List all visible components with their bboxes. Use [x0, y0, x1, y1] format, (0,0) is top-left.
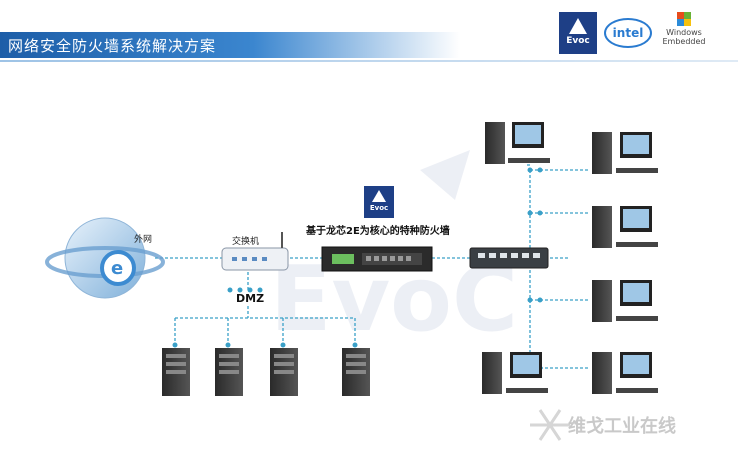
header-divider	[0, 60, 738, 62]
windows-flag-icon	[677, 12, 691, 26]
evoc-mark-icon	[569, 18, 587, 34]
dmz-server-3	[270, 348, 298, 396]
evoc-logo: Evoc	[559, 12, 597, 54]
workstation-2	[592, 132, 658, 174]
network-links	[155, 164, 588, 371]
workstation-4	[592, 280, 658, 322]
internet-label: 外网	[134, 235, 153, 245]
watermark-text: 维戈工业在线	[568, 416, 676, 437]
title-bar	[0, 32, 460, 58]
firewall-appliance-icon	[321, 246, 433, 272]
switch-label: 交换机	[232, 237, 260, 247]
dmz-server-4	[342, 348, 370, 396]
header: 网络安全防火墙系统解决方案 Evoc intel Windows Embedde…	[0, 0, 738, 62]
watermark-logo-icon	[530, 409, 570, 441]
svg-text:e: e	[111, 258, 123, 279]
workstation-1	[485, 122, 550, 164]
firewall-evoc-logo: Evoc	[364, 186, 394, 218]
switch-device-icon	[221, 232, 289, 271]
dmz-server-2	[215, 348, 243, 396]
workstation-3	[592, 206, 658, 248]
hub-device-icon	[469, 247, 549, 269]
workstation-5	[482, 352, 548, 394]
dmz-server-1	[162, 348, 190, 396]
page-title: 网络安全防火墙系统解决方案	[8, 37, 217, 55]
firewall-label: 基于龙芯2E为核心的特种防火墙	[306, 226, 450, 237]
workstation-6	[592, 352, 658, 394]
dmz-label: DMZ	[236, 292, 265, 305]
windows-embedded-logo: Windows Embedded	[656, 12, 712, 54]
internet-globe-icon: e	[45, 217, 165, 299]
firewall-evoc-mark-icon	[372, 190, 386, 202]
intel-logo: intel	[604, 18, 652, 48]
link-nodes	[172, 167, 543, 371]
